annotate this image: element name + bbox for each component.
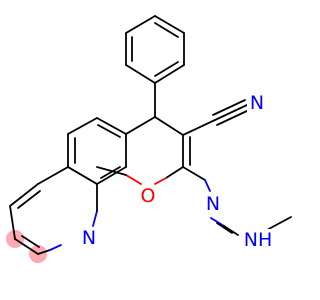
atom-labels: N O N N NH: [79, 92, 274, 251]
pyran-oxygen-label: O: [141, 185, 156, 207]
bond: [96, 166, 127, 185]
bond-inner: [21, 235, 40, 248]
bond-inner: [17, 190, 41, 209]
bond-inner: [216, 222, 233, 234]
amine-group-label: NH: [244, 229, 273, 251]
bond: [264, 216, 292, 232]
bond: [125, 174, 142, 185]
ring-nitrogen-label: N: [82, 227, 96, 249]
bond-inner: [154, 22, 179, 38]
bond: [210, 217, 225, 227]
bond: [37, 249, 51, 255]
bond: [67, 117, 98, 135]
bond: [96, 117, 127, 135]
bond: [182, 119, 216, 136]
bond: [165, 166, 184, 179]
bond: [182, 166, 206, 181]
bonds: [9, 15, 292, 255]
bond: [9, 183, 39, 207]
bond-triple: [212, 99, 246, 116]
bond: [125, 15, 156, 34]
bond-inner: [100, 166, 121, 179]
bond: [49, 244, 62, 251]
bond-inner: [97, 124, 121, 138]
imine-nitrogen-label: N: [206, 193, 220, 215]
bond: [14, 238, 39, 255]
bond: [67, 166, 98, 185]
bond: [204, 179, 211, 192]
bond: [154, 177, 167, 185]
nitrile-nitrogen-label: N: [250, 92, 264, 114]
bond: [154, 64, 185, 84]
bond: [92, 210, 98, 227]
bond-inner: [154, 61, 179, 77]
bond: [223, 225, 239, 236]
bond: [125, 116, 156, 135]
bond: [9, 205, 16, 240]
bond: [125, 64, 156, 84]
molecule-structure-diagram: N O N N NH: [6, 15, 292, 263]
bond-triple: [214, 104, 248, 121]
bond: [37, 166, 69, 185]
bond: [154, 15, 185, 34]
bond: [154, 116, 184, 136]
bond-triple: [216, 109, 250, 126]
